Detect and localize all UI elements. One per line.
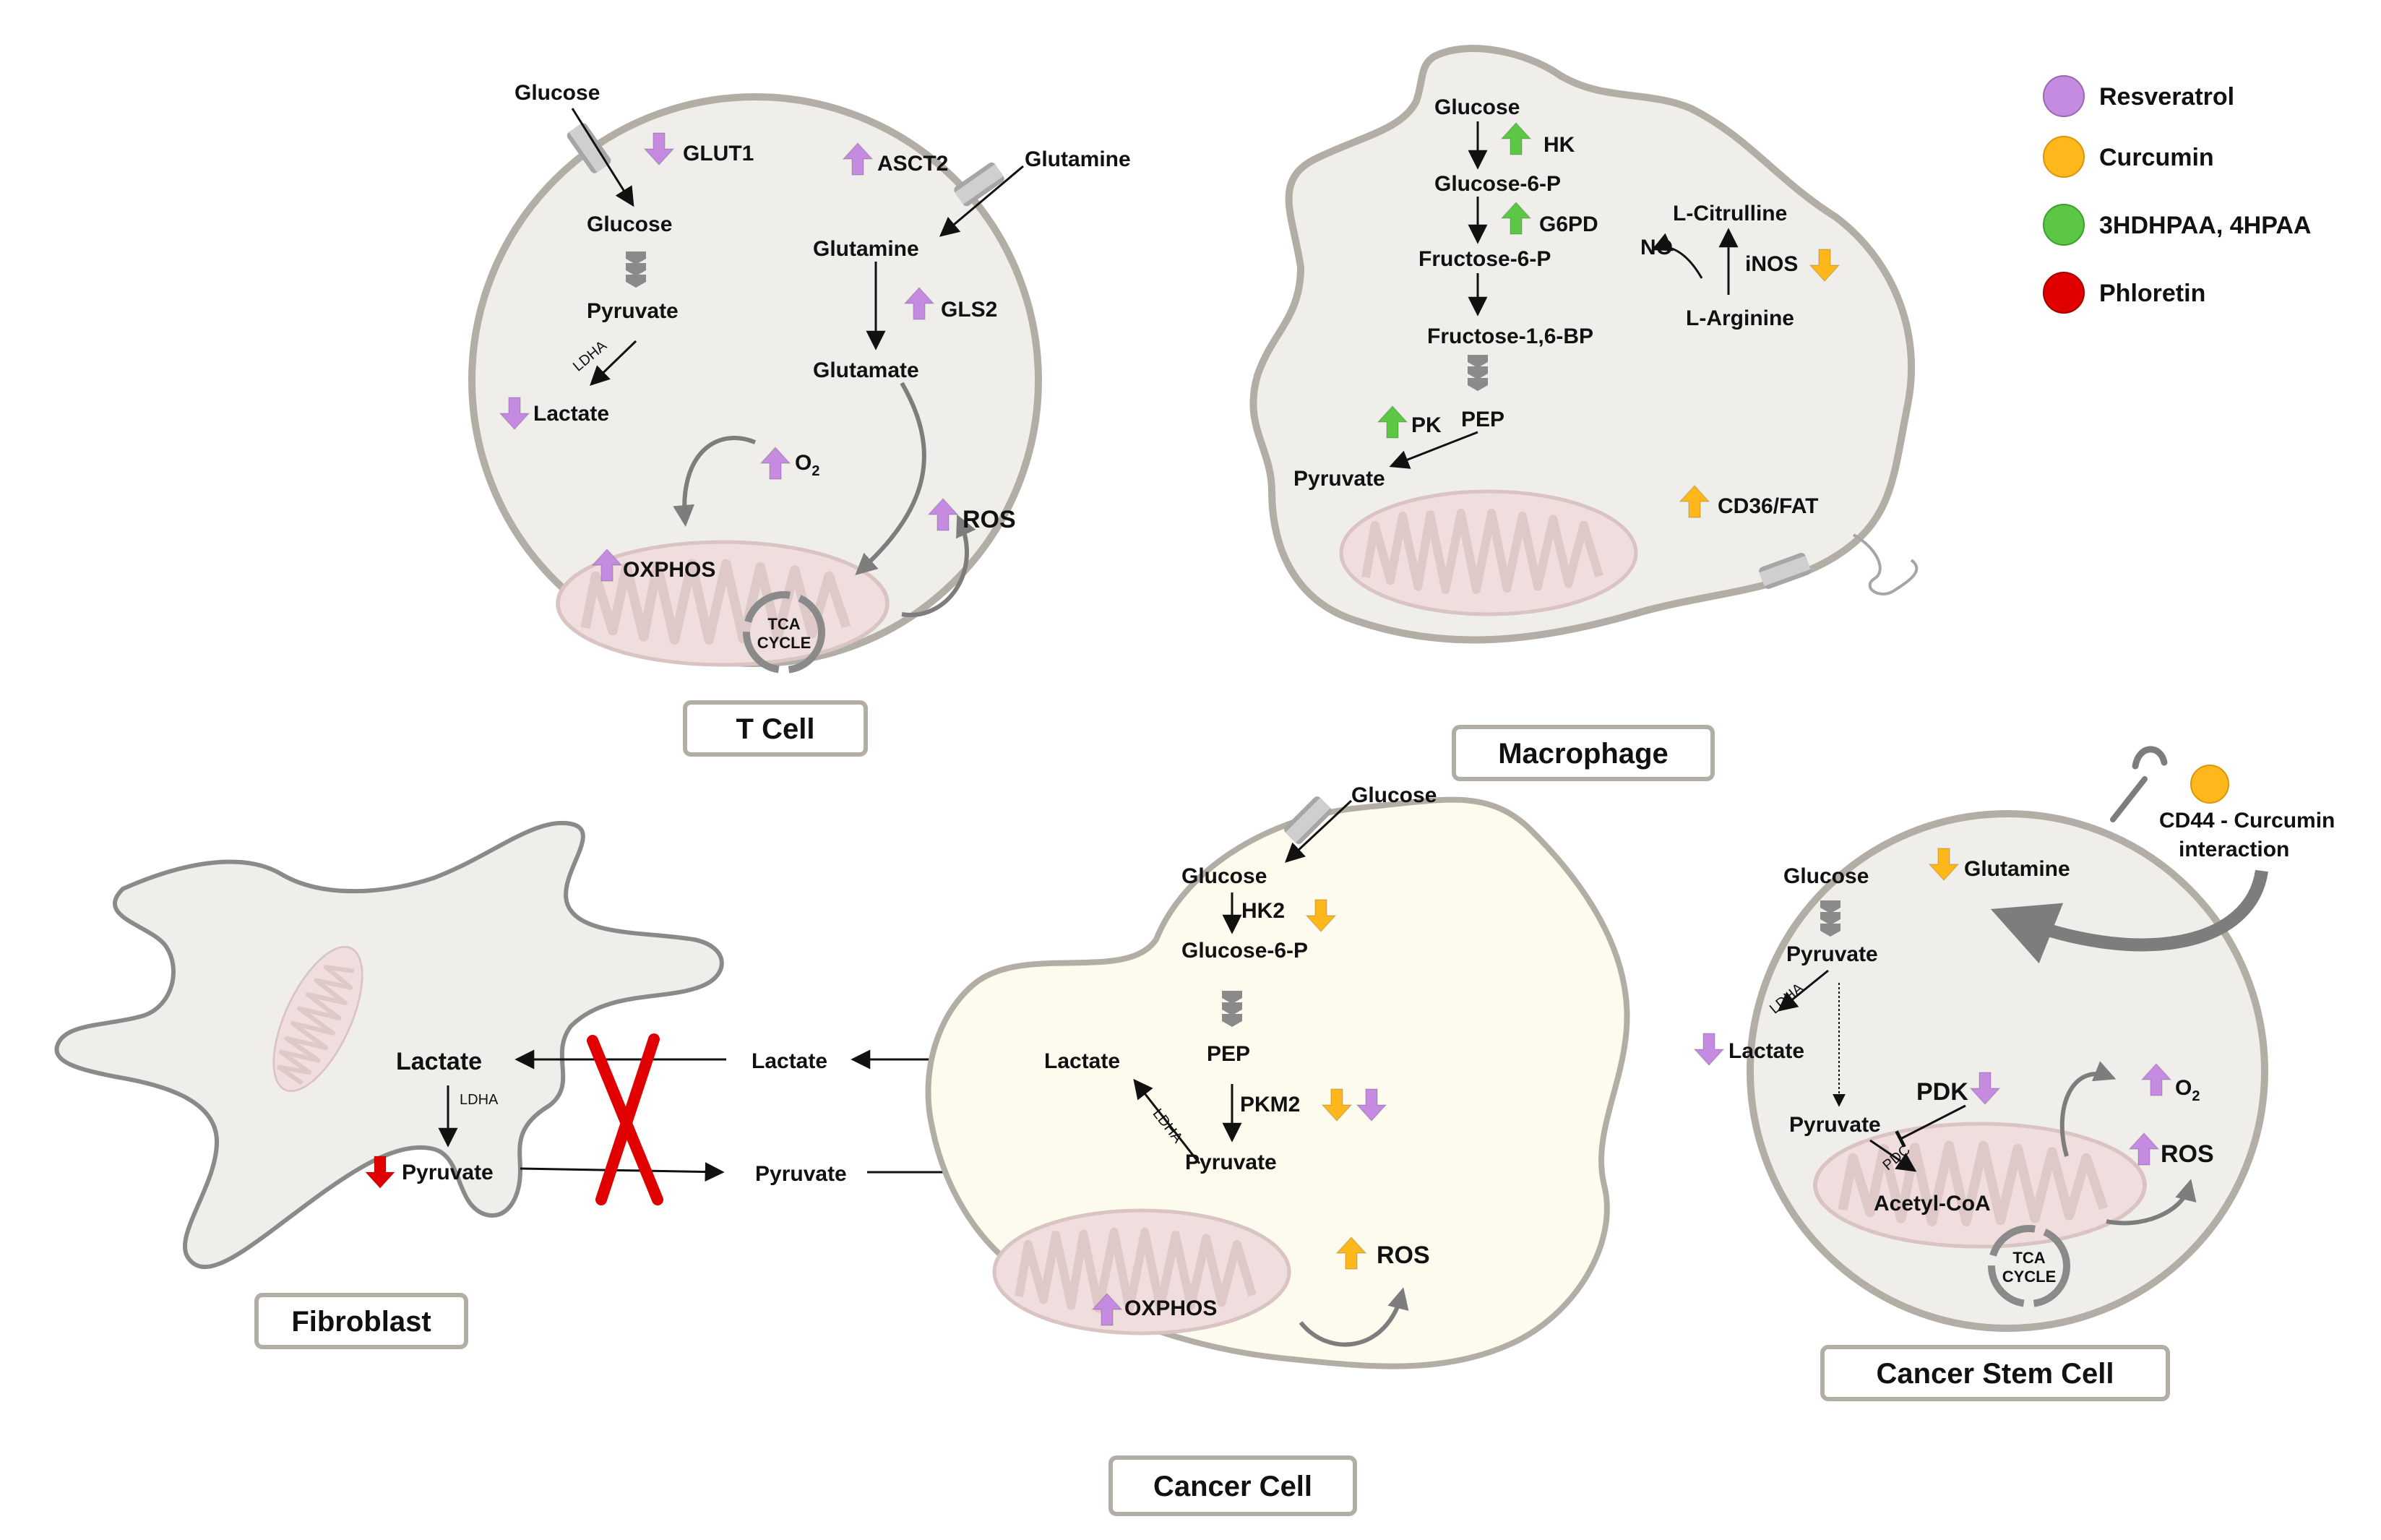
pyruvate-label: Pyruvate: [1786, 942, 1878, 966]
tca-label: TCA: [2012, 1249, 2045, 1267]
o2-label: O2: [2175, 1076, 2200, 1104]
legend-label: 3HDHPAA, 4HPAA: [2099, 212, 2311, 239]
ldha-label: LDHA: [460, 1092, 499, 1108]
t-cell-title-box: T Cell: [683, 700, 868, 757]
ros-label: ROS: [1377, 1242, 1430, 1269]
pep-label: PEP: [1461, 408, 1504, 431]
pep-label: PEP: [1207, 1042, 1250, 1066]
tca-label: TCA: [767, 615, 800, 633]
legend-label: Curcumin: [2099, 144, 2214, 171]
lactate-label: Lactate: [533, 402, 609, 426]
glucose-label: Glucose: [587, 212, 672, 236]
t-cell-title: T Cell: [736, 713, 815, 745]
resveratrol-down-arrow-icon: [1694, 1033, 1724, 1066]
legend-item-curcumin: Curcumin: [2043, 136, 2214, 178]
glutamine-label: Glutamine: [1025, 147, 1131, 171]
ros-label: ROS: [963, 506, 1016, 533]
cancer-cell: Glucose Glucose HK2 Glucose-6-P PEP PKM2…: [925, 783, 1630, 1516]
tca-label: CYCLE: [757, 634, 811, 652]
l-arginine-label: L-Arginine: [1686, 306, 1794, 330]
inos-label: iNOS: [1745, 252, 1798, 276]
legend-label: Resveratrol: [2099, 83, 2234, 111]
cd44-receptor-icon: [2110, 746, 2168, 822]
cancer-stem-cell: TCA CYCLE CD44 - Curcumin interaction Gl…: [1694, 746, 2335, 1401]
macrophage-title: Macrophage: [1498, 738, 1669, 770]
cancer-stem-cell-title: Cancer Stem Cell: [1876, 1358, 2114, 1390]
macrophage-title-box: Macrophage: [1452, 725, 1715, 781]
glucose-6-p-label: Glucose-6-P: [1434, 172, 1561, 196]
cd36-label: CD36/FAT: [1718, 494, 1818, 518]
fibroblast: Lactate LDHA Pyruvate Lactate Pyruvate F…: [54, 820, 1166, 1349]
glucose-label: Glucose: [514, 81, 600, 105]
glucose-label: Glucose: [1181, 864, 1267, 888]
cancer-stem-cell-title-box: Cancer Stem Cell: [1820, 1345, 2170, 1401]
t-cell: TCA CYCLE Glucose GLUT1 Glucose Pyruvate…: [468, 81, 1131, 757]
pyruvate-label: Pyruvate: [1293, 467, 1385, 491]
tca-label: CYCLE: [2002, 1268, 2057, 1286]
l-citrulline-label: L-Citrulline: [1673, 202, 1787, 225]
cancer-cell-title-box: Cancer Cell: [1108, 1455, 1357, 1516]
glutamine-label: Glutamine: [1964, 857, 2070, 881]
glucose-label: Glucose: [1783, 864, 1869, 888]
glucose-label: Glucose: [1434, 95, 1520, 119]
curcumin-ligand-icon: [2190, 765, 2229, 804]
pyruvate-label: Pyruvate: [755, 1162, 847, 1186]
cd44-label-line2: interaction: [2179, 838, 2289, 861]
fructose-6-p-label: Fructose-6-P: [1418, 247, 1551, 271]
glucose-6-p-label: Glucose-6-P: [1181, 939, 1308, 963]
pyruvate-label: Pyruvate: [587, 299, 679, 323]
lactate-label: Lactate: [752, 1049, 827, 1073]
fibroblast-title: Fibroblast: [291, 1306, 431, 1338]
glut1-label: GLUT1: [683, 142, 754, 165]
hk2-label: HK2: [1241, 899, 1285, 923]
lactate-label: Lactate: [1044, 1049, 1120, 1073]
acetyl-coa-label: Acetyl-CoA: [1874, 1192, 1991, 1216]
no-label: NO: [1640, 236, 1673, 259]
g6pd-label: G6PD: [1539, 212, 1598, 236]
glutamate-label: Glutamate: [813, 358, 919, 382]
resveratrol-swatch-icon: [2043, 75, 2085, 117]
lactate-label: Lactate: [1728, 1039, 1804, 1063]
fructose-16-bp-label: Fructose-1,6-BP: [1427, 324, 1593, 348]
pyruvate-label: Pyruvate: [402, 1161, 494, 1184]
green-swatch-icon: [2043, 204, 2085, 246]
gls2-label: GLS2: [941, 298, 997, 322]
hk-label: HK: [1543, 133, 1575, 157]
pk-label: PK: [1411, 413, 1442, 437]
legend-label: Phloretin: [2099, 280, 2205, 307]
oxphos-label: OXPHOS: [1124, 1296, 1217, 1320]
asct2-label: ASCT2: [877, 152, 948, 176]
pyruvate-label: Pyruvate: [1185, 1150, 1277, 1174]
legend-item-phloretin: Phloretin: [2043, 272, 2205, 314]
glucose-label: Glucose: [1351, 783, 1437, 807]
phloretin-swatch-icon: [2043, 272, 2085, 314]
macrophage: Glucose HK Glucose-6-P G6PD Fructose-6-P…: [1249, 45, 1919, 781]
oxphos-label: OXPHOS: [623, 558, 715, 582]
cancer-cell-title: Cancer Cell: [1153, 1471, 1312, 1502]
ros-label: ROS: [2161, 1140, 2214, 1168]
pdk-label: PDK: [1916, 1078, 1968, 1106]
fibroblast-title-box: Fibroblast: [254, 1293, 468, 1349]
legend-item-resveratrol: Resveratrol: [2043, 75, 2234, 117]
legend: Resveratrol Curcumin 3HDHPAA, 4HPAA Phlo…: [2043, 75, 2311, 314]
curcumin-swatch-icon: [2043, 136, 2085, 178]
lactate-label: Lactate: [396, 1048, 482, 1075]
pkm2-label: PKM2: [1240, 1093, 1300, 1117]
cd44-label: CD44 - Curcumin: [2159, 809, 2335, 833]
legend-item-3hdhpaa: 3HDHPAA, 4HPAA: [2043, 204, 2311, 246]
blocked-cross-icon: [587, 1033, 663, 1205]
o2-label: O2: [795, 451, 819, 479]
glutamine-label: Glutamine: [813, 237, 919, 261]
pyruvate-label: Pyruvate: [1789, 1113, 1881, 1137]
